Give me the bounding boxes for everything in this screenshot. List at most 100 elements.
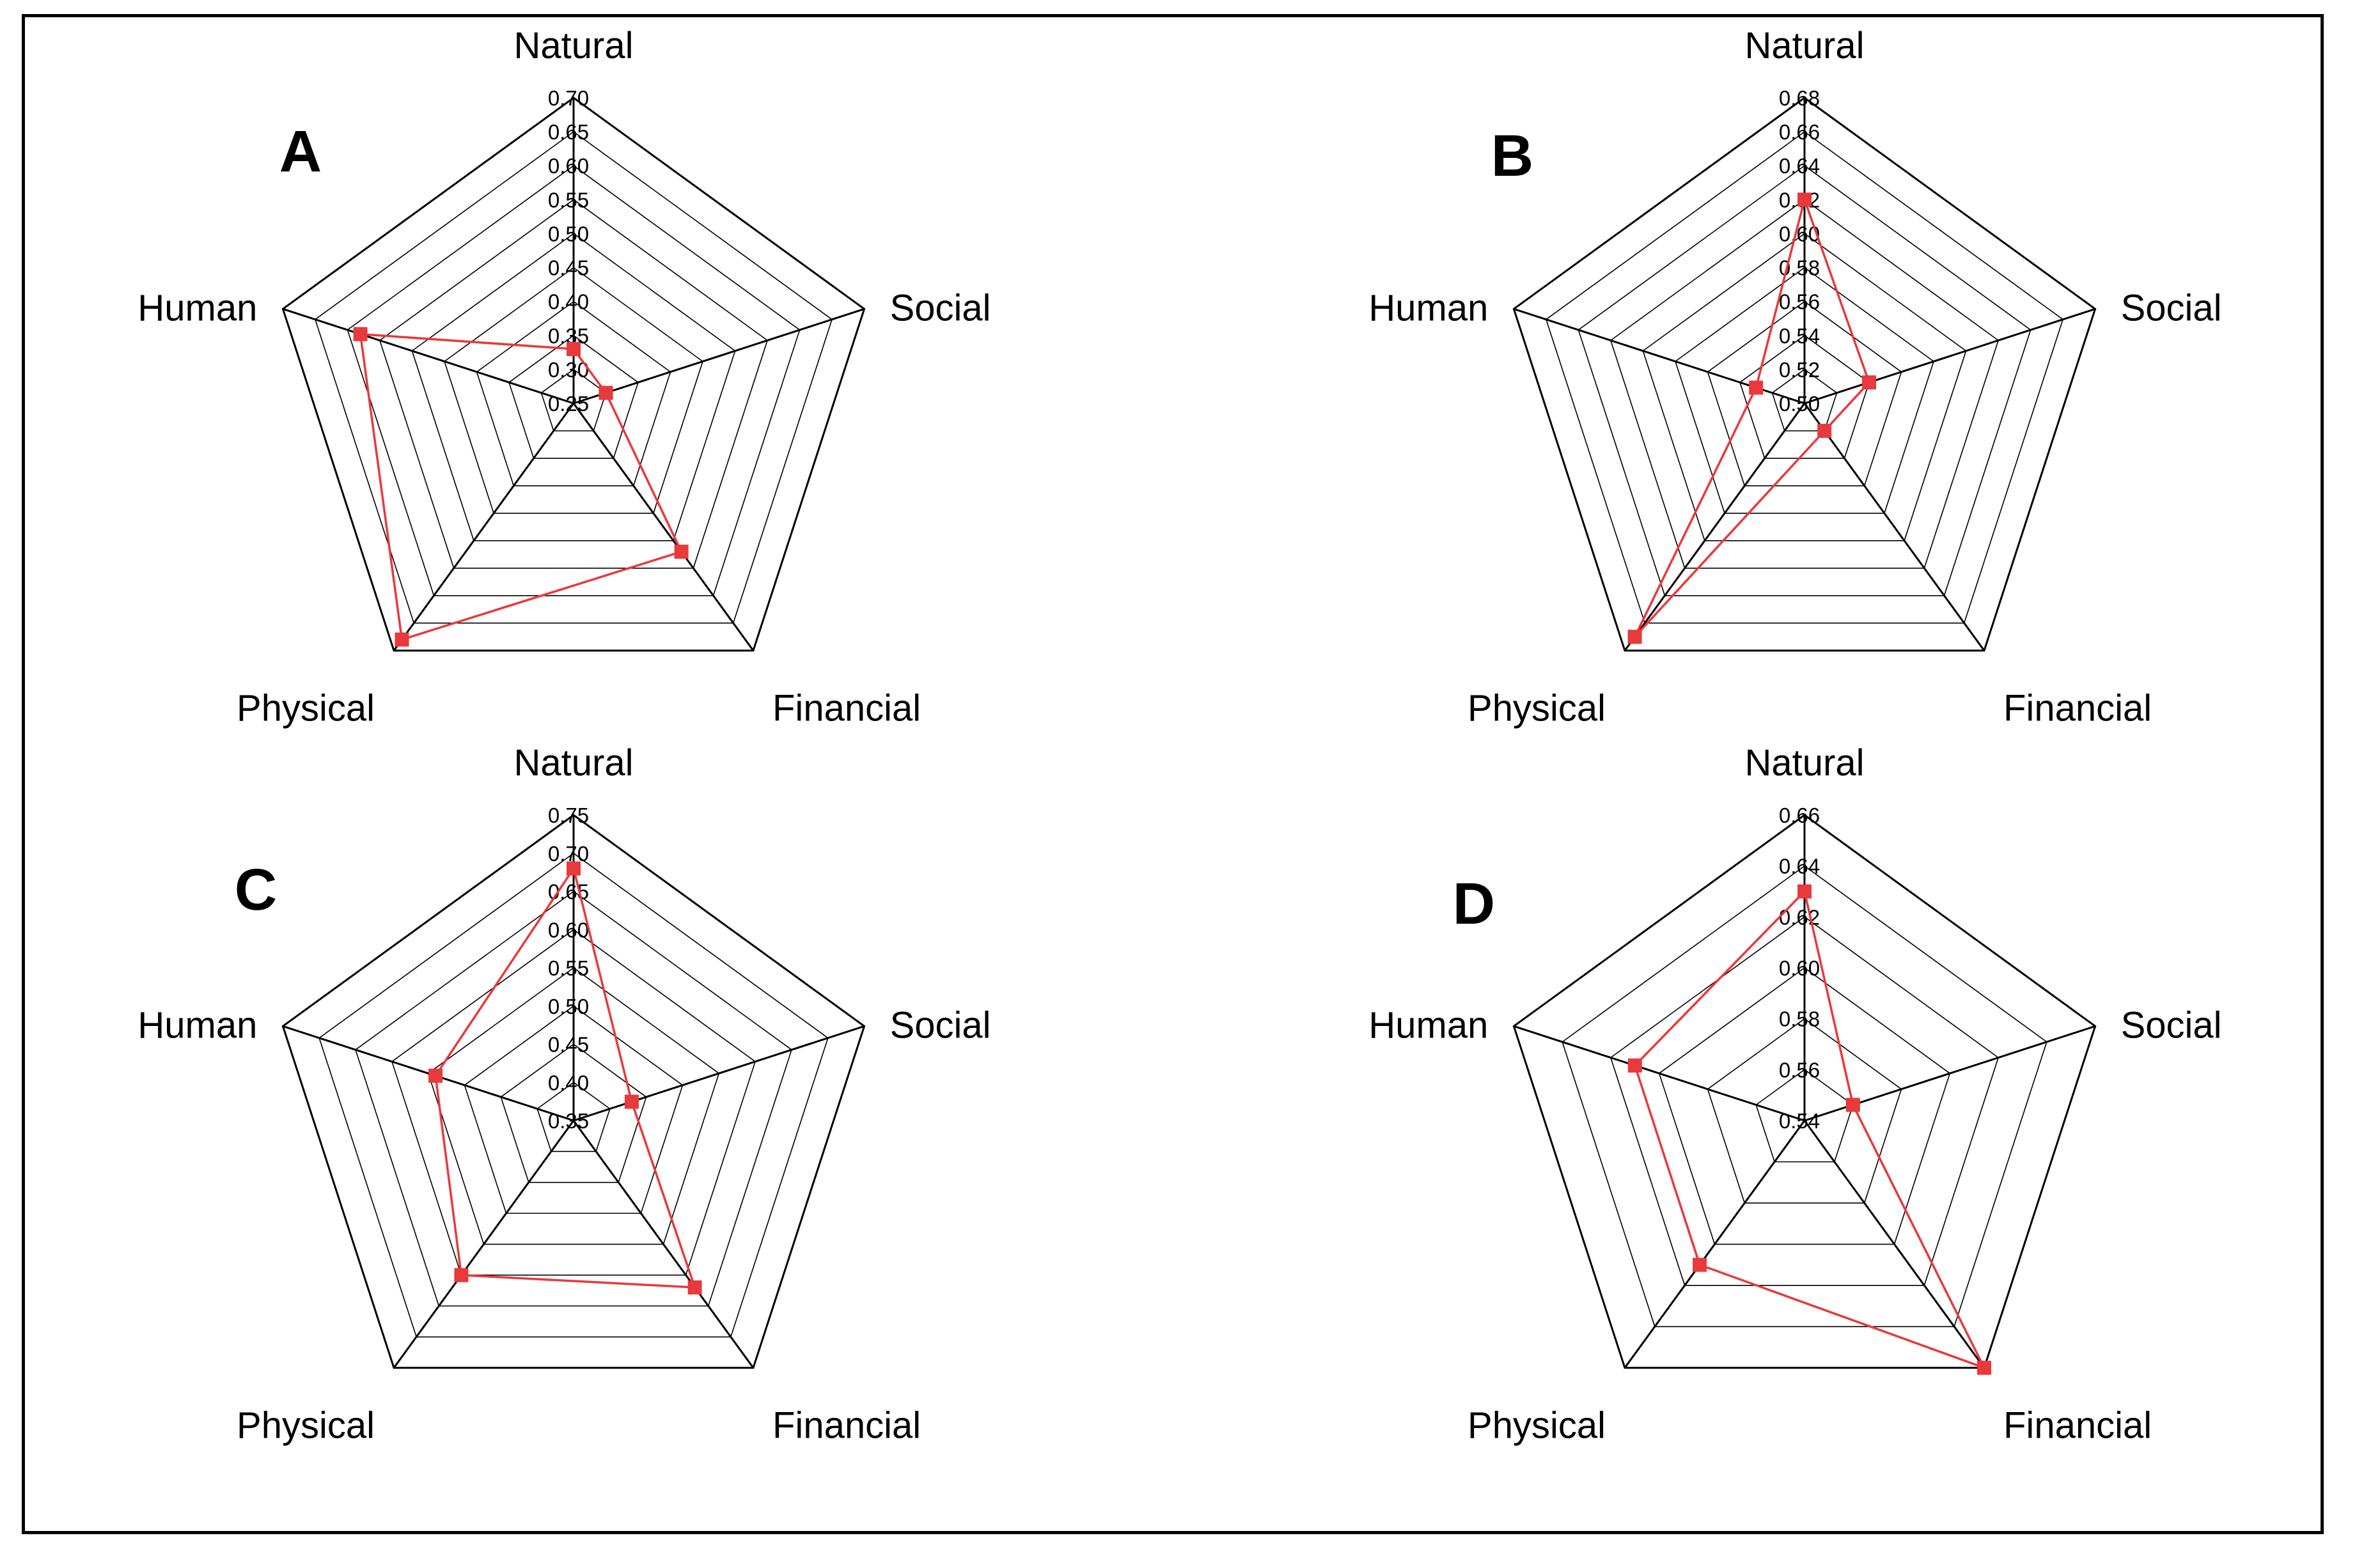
axis-label-physical: Physical [237, 688, 375, 729]
axis-label-financial: Financial [772, 1405, 921, 1447]
tick-label: 0.50 [548, 995, 589, 1018]
data-point-social [624, 1094, 639, 1109]
grid-ring [314, 131, 833, 624]
grid-ring [476, 300, 671, 486]
axis-spoke-financial [1803, 403, 1985, 651]
tick-label: 0.64 [1779, 154, 1820, 178]
grid-ring [1578, 165, 2032, 596]
axis-spoke-physical [393, 1120, 575, 1369]
tick-label: 0.35 [548, 1109, 589, 1133]
grid-ring [1512, 814, 2097, 1369]
panel-label: C [235, 857, 277, 922]
tick-label: 0.50 [548, 222, 589, 245]
grid-ring [281, 814, 866, 1369]
grid-ring [1609, 916, 2000, 1286]
series-line [1634, 196, 1871, 638]
data-point-natural [1797, 884, 1812, 899]
data-point-financial [674, 545, 689, 559]
tick-label: 0.50 [1779, 392, 1820, 416]
tick-label: 0.55 [548, 188, 589, 212]
grid-ring [1658, 967, 1951, 1245]
grid-ring [1707, 300, 1902, 486]
data-point-human [1627, 1058, 1642, 1073]
tick-label: 0.45 [548, 1033, 589, 1057]
data-point-natural [567, 342, 581, 356]
tick-label: 0.60 [1779, 956, 1820, 980]
data-point-physical [1693, 1257, 1707, 1272]
axis-label-financial: Financial [2003, 688, 2152, 729]
data-point-physical [395, 632, 409, 647]
grid-ring [508, 334, 639, 459]
axis-spoke-social [1804, 307, 2096, 405]
radar-panel-a: 0.250.300.350.400.450.500.550.600.650.70… [137, 25, 990, 729]
grid-ring [1739, 334, 1870, 459]
axis-label-human: Human [137, 1004, 257, 1046]
axis-spoke-human [282, 307, 574, 405]
grid-ring [347, 165, 801, 596]
radar-panel-c: 0.350.400.450.500.550.600.650.700.75Natu… [137, 742, 990, 1447]
axis-label-financial: Financial [772, 688, 921, 729]
axis-spoke-financial [1803, 1120, 1985, 1369]
tick-label: 0.25 [548, 392, 589, 416]
tick-label: 0.68 [1779, 86, 1820, 110]
tick-label: 0.54 [1779, 324, 1820, 348]
panel-label: D [1453, 871, 1495, 936]
data-point-financial [1977, 1360, 1991, 1375]
axis-label-physical: Physical [237, 1405, 375, 1447]
data-point-social [1845, 1098, 1860, 1112]
axis-label-human: Human [1368, 1004, 1488, 1046]
grid-ring [1512, 97, 2097, 652]
grid-ring [411, 233, 736, 541]
tick-label: 0.52 [1779, 358, 1820, 382]
axis-label-social: Social [2121, 1004, 2222, 1046]
grid-ring [355, 890, 792, 1307]
grid-ring [281, 97, 866, 652]
grid-ring [1707, 1018, 1902, 1204]
axis-label-financial: Financial [2003, 1405, 2152, 1447]
series-line [434, 866, 697, 1289]
data-point-physical [454, 1268, 469, 1282]
data-point-financial [687, 1280, 702, 1294]
data-point-financial [1817, 424, 1832, 438]
tick-label: 0.75 [548, 804, 589, 827]
tick-label: 0.40 [548, 1071, 589, 1094]
tick-label: 0.56 [1779, 290, 1820, 314]
tick-label: 0.65 [548, 120, 589, 144]
data-point-natural [1797, 192, 1812, 207]
axis-spoke-financial [572, 1120, 755, 1369]
tick-label: 0.70 [548, 86, 589, 110]
grid-ring [444, 267, 703, 514]
tick-label: 0.55 [548, 956, 589, 980]
axis-spoke-physical [393, 403, 575, 651]
tick-label: 0.66 [1779, 804, 1820, 827]
grid-ring [427, 967, 720, 1245]
data-point-social [1862, 375, 1876, 390]
grid-ring [318, 852, 829, 1338]
data-point-human [428, 1068, 443, 1083]
axis-spoke-social [573, 1025, 865, 1122]
tick-label: 0.45 [548, 256, 589, 280]
axis-spoke-physical [1624, 403, 1806, 651]
axis-label-physical: Physical [1468, 1405, 1606, 1447]
tick-label: 0.40 [548, 290, 589, 314]
axis-label-social: Social [890, 1004, 991, 1046]
tick-label: 0.60 [548, 918, 589, 942]
axis-spoke-social [573, 307, 865, 405]
grid-ring [1675, 267, 1934, 514]
axis-label-natural: Natural [1745, 742, 1865, 784]
axis-spoke-human [1513, 1025, 1805, 1122]
axis-label-natural: Natural [1745, 25, 1865, 66]
tick-label: 0.54 [1779, 1109, 1820, 1133]
series-line [359, 332, 684, 641]
tick-label: 0.58 [1779, 1007, 1820, 1031]
grid-ring [1771, 368, 1838, 431]
grid-ring [1755, 1069, 1854, 1163]
axis-spoke-financial [572, 403, 755, 651]
grid-ring [1609, 199, 2000, 569]
grid-ring [1545, 131, 2064, 624]
data-point-human [353, 327, 368, 341]
radar-panel-d: 0.540.560.580.600.620.640.66NaturalSocia… [1368, 742, 2221, 1447]
grid-ring [464, 1005, 684, 1214]
panel-label: A [279, 119, 322, 184]
